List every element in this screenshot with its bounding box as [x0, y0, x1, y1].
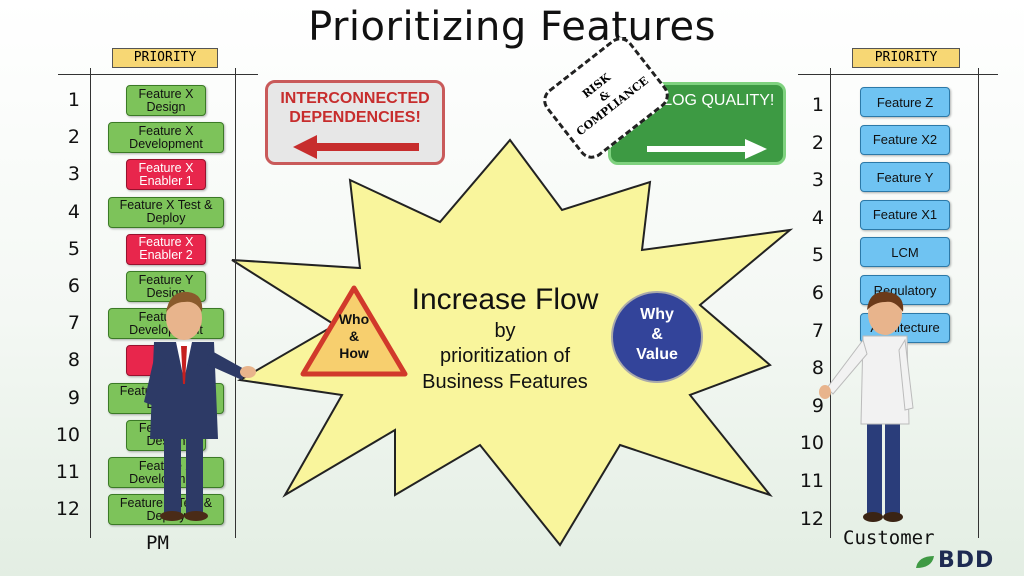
page-title: Prioritizing Features: [308, 4, 716, 50]
left-priority-number: 8: [67, 349, 80, 372]
right-feature-item: Feature Z: [860, 87, 950, 117]
right-feature-item: LCM: [860, 237, 950, 268]
left-feature-item: Feature X Test & Deploy: [108, 196, 224, 228]
right-priority-number: 10: [799, 432, 824, 455]
leaf-icon: [916, 556, 934, 568]
left-priority-number: 6: [67, 275, 80, 297]
left-feature-item: Feature X Development: [108, 122, 224, 154]
left-priority-number: 12: [55, 498, 80, 521]
left-feature-item: Feature X Enabler 2: [126, 233, 206, 265]
right-priority-number: 6: [811, 282, 824, 304]
left-header-line: [58, 74, 258, 75]
increase-flow-headline: Increase Flow: [411, 283, 599, 316]
right-priority-number: 7: [811, 319, 824, 342]
right-priority-number: 4: [811, 206, 824, 229]
left-divider-line: [90, 68, 91, 538]
customer-label: Customer: [843, 527, 935, 549]
left-priority-number: 5: [67, 237, 80, 260]
center-line-prioritization: prioritization of: [439, 345, 571, 367]
arrow-right-icon: [647, 139, 767, 159]
right-priority-number: 9: [811, 394, 824, 417]
left-priority-number: 2: [67, 126, 80, 149]
left-priority-number: 11: [55, 461, 80, 483]
pm-label: PM: [146, 532, 169, 554]
who-how-label: Who & How: [338, 311, 370, 361]
right-feature-item: Feature Y: [860, 162, 950, 193]
interconnected-dependencies-text: INTERCONNECTED DEPENDENCIES!: [280, 90, 430, 126]
left-feature-item: Feature X Enabler 1: [126, 159, 206, 191]
left-feature-item: Feature X Design: [126, 85, 206, 116]
right-priority-number: 1: [811, 94, 824, 116]
customer-character-illustration: [819, 291, 914, 522]
right-header-line: [798, 74, 998, 75]
right-priority-number: 8: [811, 357, 824, 380]
left-priority-number: 4: [67, 200, 80, 223]
right-right-border-line: [978, 68, 979, 538]
left-right-border-line: [235, 68, 236, 538]
left-priority-header: PRIORITY: [112, 48, 218, 68]
right-divider-line: [830, 68, 831, 538]
right-priority-number: 3: [811, 169, 824, 192]
center-line-business-features: Business Features: [422, 371, 588, 393]
center-line-by: by: [494, 320, 516, 342]
interconnected-dependencies-sign: INTERCONNECTED DEPENDENCIES!: [265, 80, 445, 165]
right-priority-number: 2: [811, 131, 824, 154]
arrow-left-icon: [293, 135, 419, 159]
why-value-circle: Why & Value: [611, 291, 703, 383]
left-priority-number: 9: [67, 386, 80, 409]
pm-character-illustration: [144, 291, 256, 521]
left-priority-number: 1: [67, 89, 80, 111]
right-priority-number: 5: [811, 244, 824, 267]
warning-triangle-icon: [300, 285, 408, 377]
right-priority-number: 11: [799, 470, 824, 492]
left-priority-number: 10: [55, 423, 80, 446]
right-feature-item: Feature X2: [860, 124, 950, 155]
bdd-logo: BDD: [938, 548, 995, 573]
left-priority-number: 3: [67, 163, 80, 186]
right-feature-item: Feature X1: [860, 199, 950, 230]
right-priority-number: 12: [799, 507, 824, 530]
left-priority-number: 7: [67, 312, 80, 335]
right-priority-header: PRIORITY: [852, 48, 960, 68]
